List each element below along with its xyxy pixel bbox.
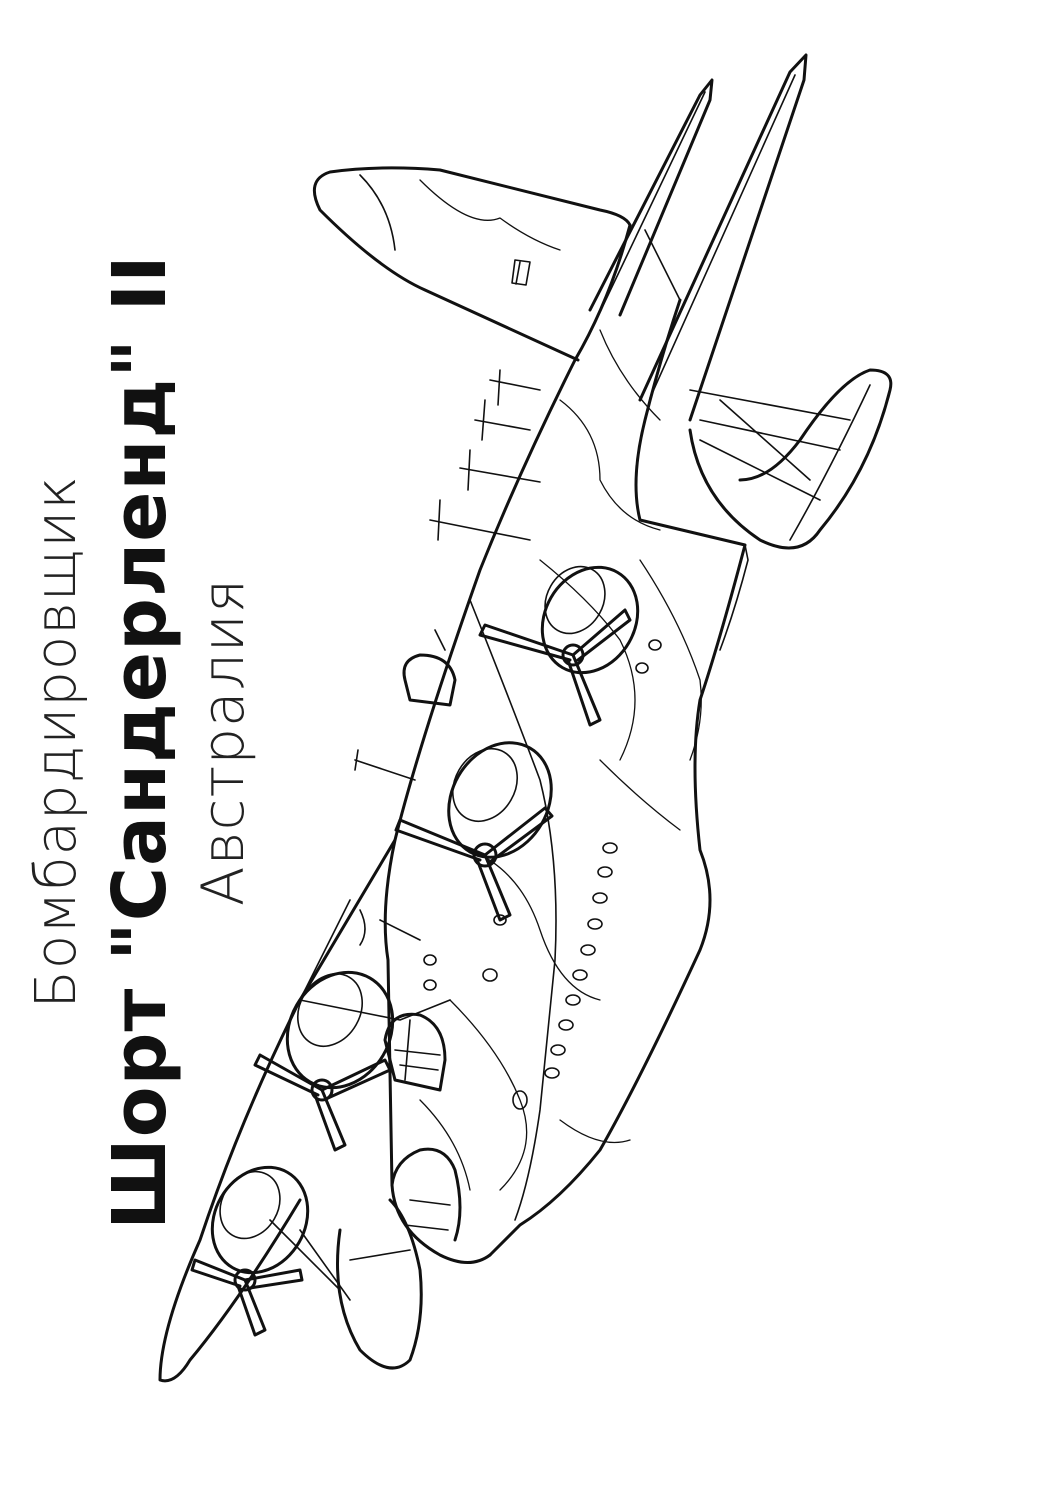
antennas <box>354 369 541 781</box>
right-wing-float <box>688 368 893 550</box>
cockpit <box>383 1012 447 1092</box>
tail-fin <box>312 166 632 362</box>
camouflage-lines <box>419 329 702 1191</box>
tail-stabilizers <box>588 53 808 422</box>
engine-1 <box>478 565 640 727</box>
left-wing <box>158 838 451 1383</box>
portholes <box>423 639 662 1110</box>
dorsal-turret <box>402 629 457 707</box>
engine-4 <box>190 1165 310 1337</box>
fuselage <box>383 223 749 1264</box>
left-wing-float <box>336 1198 423 1370</box>
engine-2 <box>394 741 554 922</box>
